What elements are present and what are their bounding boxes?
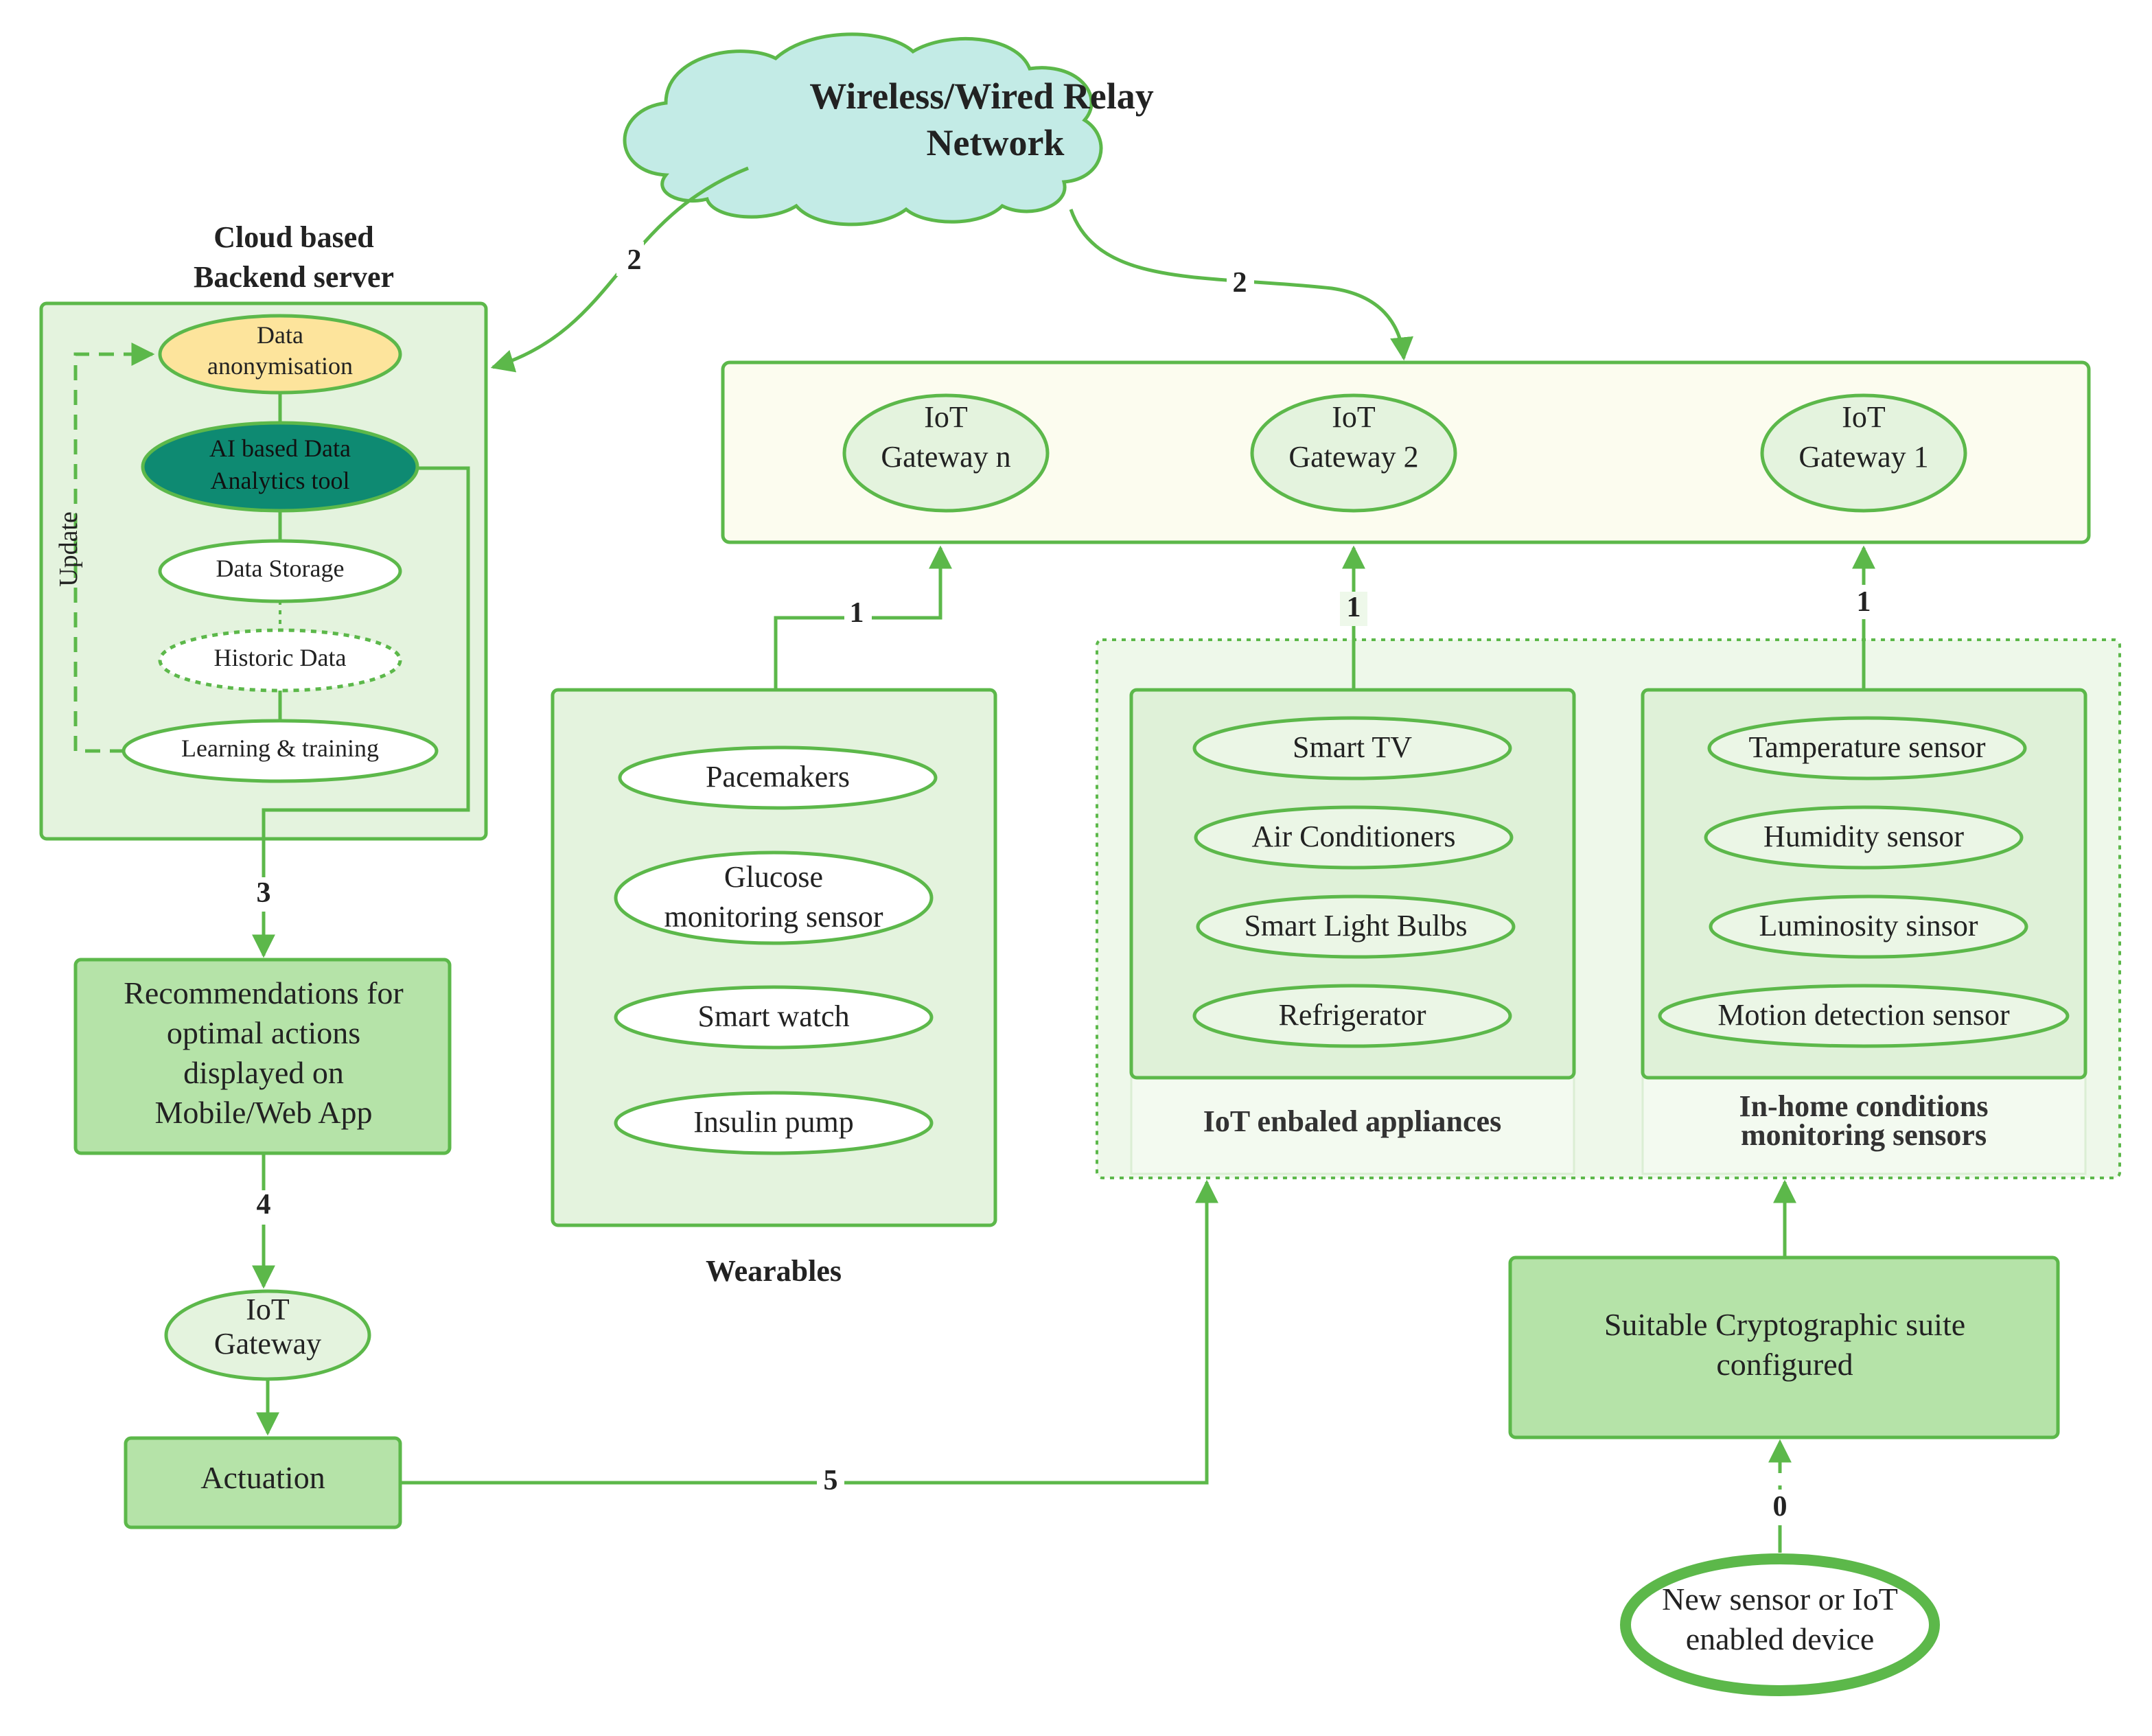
- gateways-panel: IoT Gateway n IoT Gateway 2 IoT Gateway …: [721, 360, 2091, 544]
- appliance-refrigerator: [1192, 984, 1512, 1048]
- step-label-3: 3: [257, 877, 271, 909]
- arrow-actuation-to-home-devices: [400, 1179, 1218, 1485]
- data-storage-label: Data Storage: [216, 555, 345, 582]
- iot-gateway-n-line1: IoT: [924, 400, 968, 434]
- learning-training-label: Learning & training: [181, 734, 379, 762]
- sensor-luminosity-label: Luminosity sinsor: [1759, 909, 1978, 942]
- historic-data-node: [158, 628, 402, 693]
- appliances-title: IoT enbaled appliances: [1203, 1104, 1501, 1138]
- ai-analytics-tool-line1: AI based Data: [209, 435, 351, 462]
- recommendations-box: Recommendations for optimal actions disp…: [73, 958, 452, 1155]
- iot-gateway-n-line2: Gateway n: [881, 440, 1010, 474]
- backend-title-line1: Cloud based: [213, 220, 374, 254]
- data-anonymisation-line2: anonymisation: [207, 352, 353, 380]
- sensor-humidity: [1704, 805, 2024, 870]
- ai-analytics-tool-node: [141, 421, 419, 513]
- wearable-glucose-sensor-line1: Glucose: [724, 860, 823, 894]
- wearable-pacemakers: [618, 745, 938, 810]
- appliance-smart-tv: [1192, 716, 1512, 780]
- backend-server: Cloud based Backend server Update Data a…: [39, 220, 488, 841]
- step-label-4: 4: [257, 1189, 271, 1220]
- wearables-title: Wearables: [706, 1254, 842, 1288]
- backend-title-line2: Backend server: [194, 260, 394, 294]
- wearable-pacemakers-label: Pacemakers: [706, 760, 850, 794]
- data-anonymisation-node: [158, 314, 402, 395]
- sensors-title-line1: In-home conditions: [1739, 1089, 1988, 1123]
- step-label-2-gateways: 2: [1233, 267, 1247, 299]
- appliance-smart-light-bulbs: [1196, 894, 1516, 959]
- update-label: Update: [54, 511, 83, 587]
- wearable-smart-watch: [614, 985, 934, 1050]
- new-device-shape: [1620, 1553, 1940, 1696]
- iot-gateway-2-line2: Gateway 2: [1288, 440, 1418, 474]
- appliance-smart-light-bulbs-label: Smart Light Bulbs: [1244, 909, 1467, 942]
- actuation-box: Actuation: [124, 1436, 402, 1529]
- step-label-1-wearables: 1: [850, 597, 864, 629]
- new-device-node: New sensor or IoT enabled device: [1620, 1553, 1940, 1696]
- recommendations-line2: optimal actions: [167, 1015, 360, 1050]
- sensor-temperature: [1707, 716, 2027, 780]
- iot-gateway-1-line2: Gateway 1: [1798, 440, 1928, 474]
- historic-data-label: Historic Data: [214, 644, 347, 671]
- crypto-suite-line2: configured: [1716, 1347, 1853, 1382]
- wearable-glucose-sensor: [614, 850, 934, 945]
- step-label-2-backend: 2: [627, 244, 642, 276]
- new-device-line2: enabled device: [1686, 1621, 1875, 1656]
- crypto-suite-box: Suitable Cryptographic suite configured: [1508, 1255, 2060, 1439]
- iot-gateway-2-node: [1250, 393, 1457, 513]
- ai-analytics-tool-line2: Analytics tool: [211, 467, 350, 494]
- iot-gateway-n-node: [842, 393, 1050, 513]
- new-device-line1: New sensor or IoT: [1662, 1582, 1898, 1617]
- arrow-cloud-to-gateways: [1069, 209, 1413, 361]
- iot-gateway-actuator: IoT Gateway: [164, 1289, 371, 1381]
- iot-gateway-1-node: [1760, 393, 1967, 513]
- recommendations-line1: Recommendations for: [124, 975, 404, 1010]
- wearable-glucose-sensor-line2: monitoring sensor: [664, 900, 883, 934]
- step-label-5: 5: [824, 1465, 838, 1496]
- appliances-group: Smart TV Air Conditioners Smart Light Bu…: [1129, 688, 1576, 1138]
- sensors-title-line2: monitoring sensors: [1741, 1118, 1987, 1152]
- actuation-label: Actuation: [200, 1460, 325, 1495]
- wearable-insulin-pump-label: Insulin pump: [693, 1105, 853, 1139]
- crypto-suite-line1: Suitable Cryptographic suite: [1604, 1307, 1965, 1342]
- wearables-group: Pacemakers Glucose monitoring sensor Sma…: [551, 688, 997, 1288]
- step-label-1-appliances: 1: [1347, 592, 1361, 623]
- recommendations-line4: Mobile/Web App: [155, 1095, 373, 1130]
- sensors-group: Tamperature sensor Humidity sensor Lumin…: [1641, 688, 2087, 1152]
- sensor-humidity-label: Humidity sensor: [1763, 820, 1964, 853]
- sensor-luminosity: [1709, 894, 2028, 959]
- sensor-motion-detection-label: Motion detection sensor: [1717, 998, 2010, 1032]
- iot-gateway-line2: Gateway: [214, 1327, 321, 1361]
- appliance-smart-tv-label: Smart TV: [1293, 730, 1412, 764]
- recommendations-line3: displayed on: [183, 1055, 344, 1090]
- arrow-backend-to-recommendations: [252, 466, 470, 958]
- step-labels: 2 2 1 1 1 3 4 5 0: [250, 242, 1877, 1524]
- step-label-1-sensors: 1: [1857, 586, 1871, 618]
- update-loop-arrow: [73, 343, 155, 753]
- iot-gateway-2-line1: IoT: [1332, 400, 1376, 434]
- iot-gateway-line1: IoT: [246, 1293, 290, 1326]
- sensor-temperature-label: Tamperature sensor: [1748, 730, 1985, 764]
- step-label-0: 0: [1773, 1491, 1787, 1523]
- learning-training-node: [122, 719, 439, 783]
- iot-gateway-1-line1: IoT: [1842, 400, 1886, 434]
- data-anonymisation-line1: Data: [257, 321, 303, 349]
- cloud-title-line1: Wireless/Wired Relay: [809, 76, 1153, 117]
- wearable-insulin-pump: [614, 1091, 934, 1155]
- data-storage-node: [158, 539, 402, 603]
- cloud-shape: [623, 32, 1103, 227]
- appliance-air-conditioners-label: Air Conditioners: [1252, 820, 1456, 853]
- sensor-motion-detection: [1658, 984, 2070, 1048]
- relay-network-cloud: Wireless/Wired Relay Network: [623, 32, 1154, 227]
- cloud-title-line2: Network: [927, 122, 1065, 163]
- wearable-smart-watch-label: Smart watch: [697, 999, 849, 1033]
- appliance-air-conditioners: [1194, 805, 1514, 870]
- appliance-refrigerator-label: Refrigerator: [1279, 998, 1426, 1032]
